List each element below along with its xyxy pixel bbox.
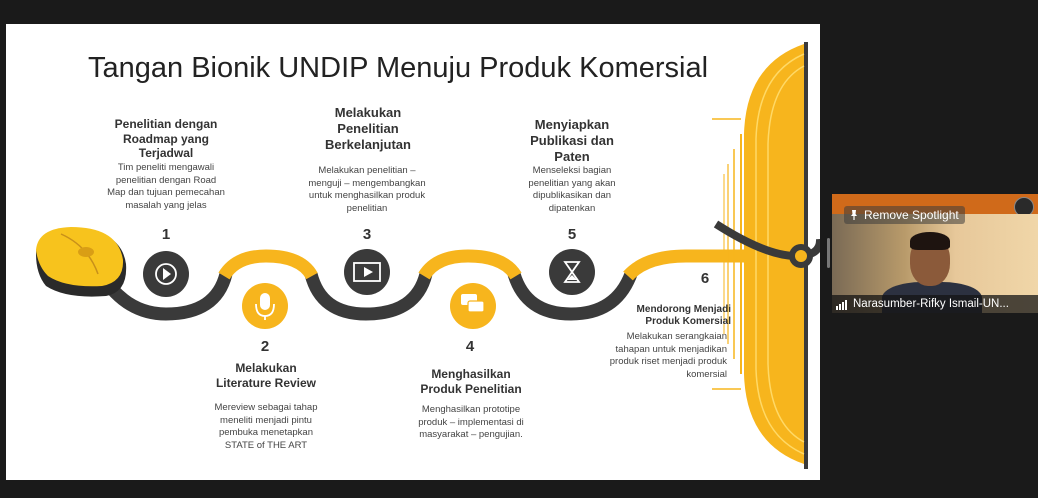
step-4-description: Menghasilkan prototipe produk – implemen… (418, 404, 524, 440)
timeline-path-yellow-2 (418, 249, 522, 280)
step-3-heading: Melakukan Penelitian Berkelanjutan (325, 105, 411, 152)
step-1-description: Tim peneliti mengawali penelitian dengan… (107, 162, 225, 211)
slide-title: Tangan Bionik UNDIP Menuju Produk Komers… (88, 52, 709, 84)
step-5-circle (549, 249, 595, 295)
remove-spotlight-button[interactable]: Remove Spotlight (844, 206, 965, 224)
video-panel-resize-handle[interactable] (827, 238, 830, 268)
step-1-heading: Penelitian dengan Roadmap yang Terjadwal (114, 117, 218, 160)
mouse-illustration (36, 227, 127, 297)
step-2-description: Mereview sebagai tahap meneliti menjadi … (214, 402, 318, 451)
step-3-number: 3 (362, 226, 372, 243)
timeline-graphic (36, 42, 820, 469)
step-3-circle (344, 249, 390, 295)
step-2-heading: Melakukan Literature Review (215, 361, 317, 390)
timeline-path-dark-3 (507, 271, 638, 321)
step-4-number: 4 (465, 338, 475, 355)
audio-level-icon (836, 299, 847, 310)
spotlight-video-tile[interactable]: Remove Spotlight Narasumber-Rifky Ismail… (832, 194, 1038, 313)
step-6-number: 6 (700, 270, 710, 287)
timeline-path-yellow (218, 249, 318, 280)
timeline-path-dark-2 (304, 272, 433, 321)
step-6-description: Melakukan serangkaian tahapan untuk menj… (609, 331, 727, 380)
pin-icon (851, 210, 857, 220)
timeline-path-dark (95, 270, 233, 321)
step-5-description: Menseleksi bagian penelitian yang akan d… (528, 165, 616, 214)
step-6-heading: Mendorong Menjadi Produk Komersial (636, 304, 731, 327)
step-3-description: Melakukan penelitian – menguji – mengemb… (308, 165, 426, 214)
remove-spotlight-label: Remove Spotlight (864, 208, 959, 222)
step-4-heading: Menghasilkan Produk Penelitian (420, 367, 522, 396)
step-5-heading: Menyiapkan Publikasi dan Paten (530, 117, 614, 164)
presentation-slide: Tangan Bionik UNDIP Menuju Produk Komers… (6, 24, 820, 480)
book-illustration (712, 42, 820, 469)
participant-nameplate: Narasumber-Rifky Ismail-UN... (832, 295, 1038, 313)
step-2-circle (242, 283, 288, 329)
participant-name: Narasumber-Rifky Ismail-UN... (853, 298, 1009, 310)
participant-hair (910, 232, 950, 250)
step-1-circle (143, 251, 189, 297)
step-4-circle (450, 283, 496, 329)
step-5-number: 5 (567, 226, 577, 243)
timeline-path-yellow-3 (623, 249, 796, 281)
step-1-number: 1 (161, 226, 171, 243)
step-2-number: 2 (260, 338, 270, 355)
